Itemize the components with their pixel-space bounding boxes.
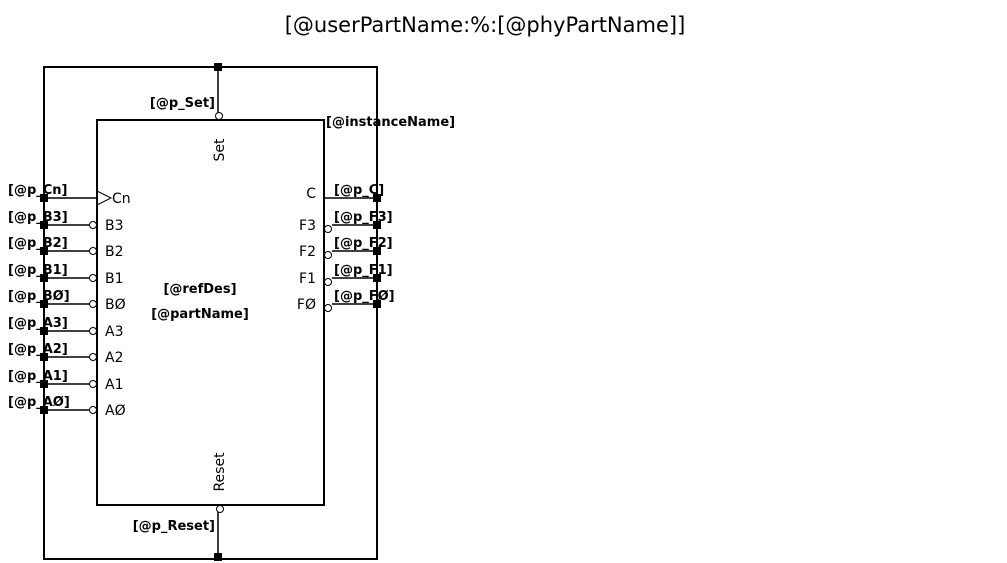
pin-name-label: F3 [299, 218, 316, 234]
left-pin[interactable]: [@p_A1] A1 [8, 369, 123, 393]
pin-junction [40, 274, 48, 282]
pin-junction [40, 406, 48, 414]
pin-name-label: C [306, 186, 316, 202]
left-pin[interactable]: [@p_BØ] BØ [8, 289, 126, 313]
pin-net-label: [@p_A3] [8, 316, 68, 331]
bubble-icon [324, 225, 332, 233]
pin-net-label: [@p_A1] [8, 369, 68, 384]
pin-junction [40, 221, 48, 229]
pin-net-label: [@p_C] [334, 183, 384, 198]
reset-pin-label: Reset [212, 452, 228, 492]
right-pin[interactable]: [@p_FØ] FØ [297, 289, 395, 313]
bubble-icon [89, 247, 97, 255]
right-pin[interactable]: [@p_C] C [306, 183, 384, 202]
pin-name-label: B3 [105, 218, 124, 234]
left-pin[interactable]: [@p_A3] A3 [8, 316, 123, 340]
bubble-icon [324, 304, 332, 312]
pin-junction [40, 380, 48, 388]
pin-net-label: [@p_F1] [334, 263, 393, 278]
pin-junction [40, 247, 48, 255]
bubble-icon [89, 380, 97, 388]
pin-name-label: A3 [105, 324, 123, 340]
left-pin[interactable]: [@p_B2] B2 [8, 236, 124, 260]
outer-frame [43, 66, 378, 560]
left-pin[interactable]: [@p_Cn] Cn [8, 183, 131, 207]
pin-junction [40, 353, 48, 361]
symbol-title: [@userPartName:%:[@phyPartName]] [285, 13, 686, 37]
pin-net-label: [@p_F3] [334, 210, 393, 225]
bubble-icon [89, 406, 97, 414]
bubble-icon [89, 274, 97, 282]
pin-name-label: AØ [105, 403, 126, 419]
pin-net-label: [@p_B2] [8, 236, 68, 251]
pin-net-label: [@p_Cn] [8, 183, 67, 198]
pin-net-label: [@p_B3] [8, 210, 68, 225]
left-pin[interactable]: [@p_A2] A2 [8, 342, 123, 366]
pin-junction [373, 194, 381, 202]
right-pin[interactable]: [@p_F1] F1 [299, 263, 393, 287]
pin-junction [40, 300, 48, 308]
pin-net-label: [@p_A2] [8, 342, 68, 357]
pin-name-label: BØ [105, 297, 126, 313]
reset-bubble-icon [216, 505, 224, 513]
bubble-icon [324, 278, 332, 286]
pin-name-label: FØ [297, 297, 316, 313]
pin-junction [40, 327, 48, 335]
bubble-icon [89, 327, 97, 335]
pin-junction [373, 247, 381, 255]
pin-junction [373, 274, 381, 282]
right-pin[interactable]: [@p_F2] F2 [299, 236, 393, 260]
set-pin-label: Set [212, 138, 228, 162]
bubble-icon [324, 251, 332, 259]
pin-net-label: [@p_AØ] [8, 395, 70, 410]
refdes-label: [@refDes] [163, 282, 236, 297]
right-pin[interactable]: [@p_F3] F3 [299, 210, 393, 234]
bubble-icon [89, 353, 97, 361]
partname-label: [@partName] [151, 307, 249, 322]
left-pin[interactable]: [@p_B3] B3 [8, 210, 124, 234]
pin-name-label: A2 [105, 350, 123, 366]
pin-junction [373, 221, 381, 229]
clock-icon [96, 190, 113, 206]
set-net-label: [@p_Set] [150, 96, 215, 111]
set-bubble-icon [215, 112, 223, 120]
left-pin-group: [@p_Cn]Cn[@p_B3]B3[@p_B2]B2[@p_B1]B1[@p_… [8, 183, 131, 419]
pin-junction [373, 300, 381, 308]
pin-net-label: [@p_B1] [8, 263, 68, 278]
pin-name-label: B1 [105, 271, 124, 287]
bubble-icon [89, 221, 97, 229]
set-junction [214, 63, 222, 71]
reset-net-label: [@p_Reset] [133, 519, 215, 534]
pin-name-label: A1 [105, 377, 123, 393]
part-body[interactable] [96, 119, 325, 506]
reset-junction [214, 553, 222, 561]
left-pin[interactable]: [@p_AØ] AØ [8, 395, 126, 419]
pin-name-label: F2 [299, 244, 316, 260]
pin-name-label: F1 [299, 271, 316, 287]
pin-net-label: [@p_F2] [334, 236, 393, 251]
pin-net-label: [@p_FØ] [334, 289, 395, 304]
left-pin[interactable]: [@p_B1] B1 [8, 263, 124, 287]
right-pin-group: [@p_C] C [@p_F3] F3 [@p_F2] F2 [@p_F1] F1 [@p_FØ… [297, 183, 395, 313]
instance-name-label: [@instanceName] [326, 115, 455, 130]
bubble-icon [89, 300, 97, 308]
pin-name-label: B2 [105, 244, 124, 260]
pin-junction [40, 194, 48, 202]
pin-name-label: Cn [112, 191, 131, 207]
pin-net-label: [@p_BØ] [8, 289, 70, 304]
